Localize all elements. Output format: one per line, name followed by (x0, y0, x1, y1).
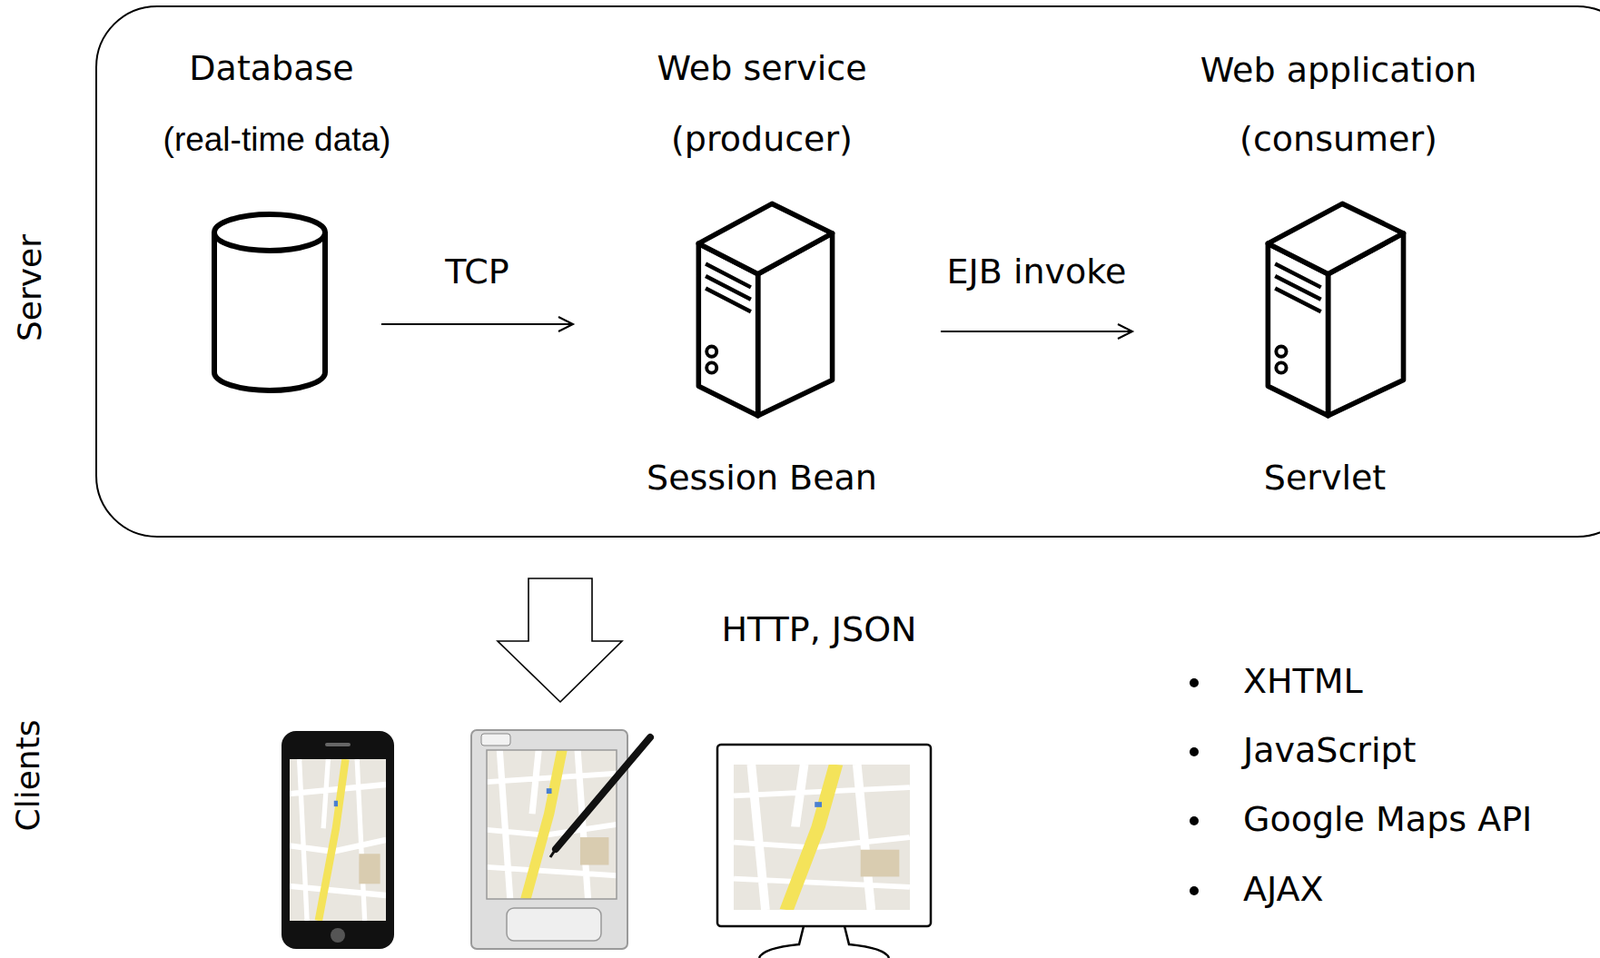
cylinder-icon (210, 210, 329, 396)
tower-icon (695, 200, 837, 418)
bullet-item: JavaScript (1243, 730, 1416, 771)
node-title: Web service (656, 49, 867, 89)
phone-icon (281, 730, 395, 949)
bullet-dot (1189, 747, 1199, 757)
server-region: ServerDatabase(real-time data)Web servic… (95, 5, 1600, 538)
pda-icon (471, 730, 651, 949)
connector-arrow (381, 316, 573, 332)
flow-arrow (497, 578, 623, 702)
monitor-icon (717, 744, 931, 958)
node-subtitle: (consumer) (1239, 119, 1438, 160)
server-node: Web application(consumer)Servlet (1264, 200, 1408, 418)
bullet-item: Google Maps API (1243, 800, 1532, 840)
edge-label: EJB invoke (943, 252, 1131, 293)
bullet-dot (1189, 816, 1199, 826)
bullet-item: AJAX (1243, 869, 1324, 910)
bullet-item: XHTML (1243, 661, 1363, 702)
bullet-dot (1189, 678, 1199, 688)
tower-icon (1264, 200, 1408, 418)
node-subtitle: (real-time data) (163, 120, 392, 160)
region-label: Server (10, 234, 49, 342)
edge-label: TCP (441, 252, 513, 293)
component-name: Servlet (1264, 458, 1386, 499)
database-node: Database(real-time data) (210, 210, 329, 396)
component-name: Session Bean (646, 458, 878, 499)
connector-arrow (940, 324, 1133, 339)
protocol-label: HTTP, JSON (720, 610, 917, 651)
bullet-dot (1189, 886, 1199, 896)
node-title: Database (188, 49, 354, 89)
node-title: Web application (1200, 50, 1478, 91)
node-subtitle: (producer) (671, 119, 853, 160)
region-label: Clients (9, 720, 47, 832)
server-node: Web service(producer)Session Bean (695, 200, 837, 418)
